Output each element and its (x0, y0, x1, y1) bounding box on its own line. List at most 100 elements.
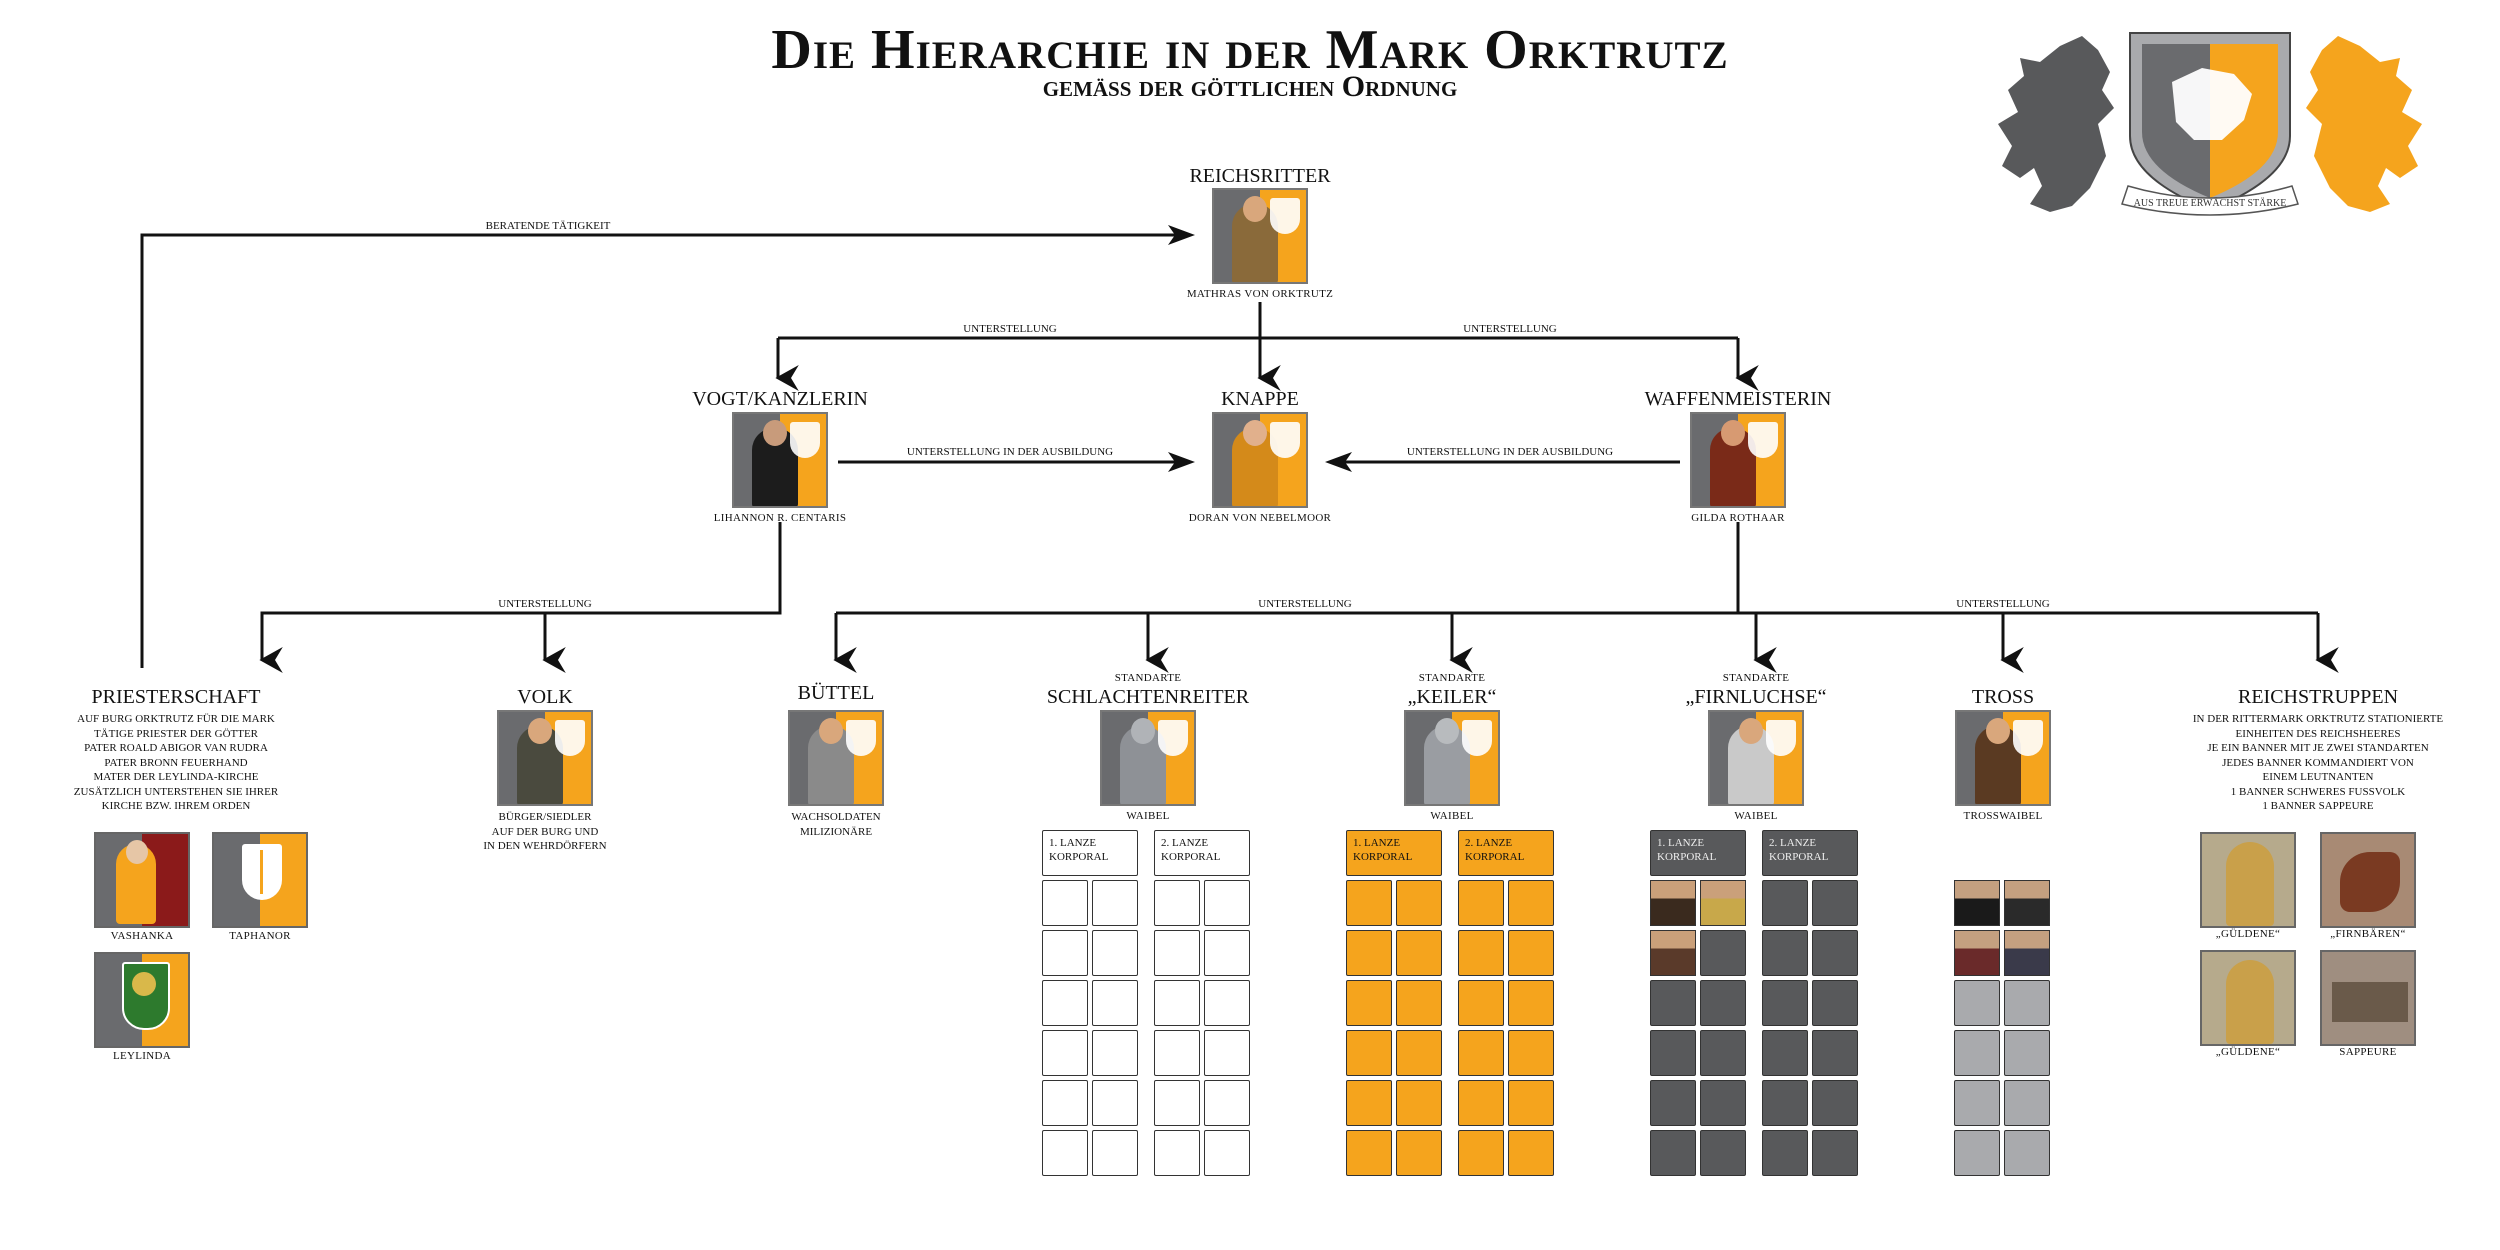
lanze-slot (1154, 1130, 1200, 1176)
lanze-slot (1092, 1030, 1138, 1076)
description-line: KIRCHE BZW. IHREM ORDEN (101, 800, 251, 812)
member-photo (1954, 880, 2000, 926)
lanze-slot (1092, 1130, 1138, 1176)
lanze-slot (1812, 880, 1858, 926)
lanze-slot (1762, 980, 1808, 1026)
lanze-slot (1154, 1080, 1200, 1126)
god-label-leylinda: LEYLINDA (113, 1050, 171, 1062)
lanze-slot (1204, 1030, 1250, 1076)
node-title-knappe: KNAPPE (1221, 388, 1299, 410)
edge-label-beratend: BERATENDE TÄTIGKEIT (485, 220, 611, 232)
lanze-slot (1396, 930, 1442, 976)
orange-lion-icon (2306, 36, 2422, 212)
lanze-label: 1. LANZE (1657, 837, 1705, 849)
korporal-label: KORPORAL (1353, 851, 1413, 863)
lanze-slot (1812, 1130, 1858, 1176)
lanze-slot (1154, 930, 1200, 976)
lanze-slot (1812, 930, 1858, 976)
firnbaeren-unit-image (2320, 832, 2416, 928)
lanze-slot (1092, 880, 1138, 926)
lanze-slot (1154, 1030, 1200, 1076)
lanze-slot (1346, 880, 1392, 926)
lanze-header: 1. LANZE KORPORAL (1346, 830, 1442, 876)
lanze-slot (1092, 1080, 1138, 1126)
lanze-slot (1458, 880, 1504, 926)
description-line: PATER BRONN FEUERHAND (104, 756, 248, 769)
lanze-slot (1700, 1030, 1746, 1076)
description-line: 1 BANNER SAPPEURE (2262, 800, 2374, 812)
edge-label-unterstellung: UNTERSTELLUNG (1463, 323, 1557, 335)
lanze-slot (1650, 1080, 1696, 1126)
description-line: BÜRGER/SIEDLER (498, 811, 592, 823)
lanze-slot (1508, 880, 1554, 926)
branch-title-schlachtenreiter: SCHLACHTENREITER (1046, 686, 1250, 708)
description-line: 1 BANNER SCHWERES FUSSVOLK (2230, 785, 2406, 798)
priesterschaft-description: AUF BURG ORKTRUTZ FÜR DIE MARK TÄTIGE PR… (74, 712, 278, 814)
lanze-slot (1508, 1080, 1554, 1126)
portrait-keiler (1404, 710, 1500, 806)
lanze-slot (1762, 1130, 1808, 1176)
korporal-label: KORPORAL (1769, 851, 1829, 863)
lanze-slot (1396, 980, 1442, 1026)
standarte-label: STANDARTE (1418, 672, 1486, 684)
god-label-taphanor: TAPHANOR (229, 930, 291, 942)
lanze-slot (1346, 1130, 1392, 1176)
lanze-slot (1458, 980, 1504, 1026)
tross-slot (2004, 1130, 2050, 1176)
lanze-slot (1204, 980, 1250, 1026)
portrait-buettel (788, 710, 884, 806)
waibel-caption: WAIBEL (1430, 810, 1474, 822)
node-title-waffenmeisterin: WAFFENMEISTERIN (1644, 388, 1832, 410)
tross-slot (2004, 1080, 2050, 1126)
description-line: EINEM LEUTNANTEN (2262, 771, 2374, 783)
member-photo (1954, 930, 2000, 976)
unit-label: „FIRNBÄREN“ (2330, 928, 2406, 940)
node-title-reichsritter: REICHSRITTER (1189, 165, 1331, 187)
portrait-volk (497, 710, 593, 806)
lanze-slot (1812, 1030, 1858, 1076)
waibel-caption: WAIBEL (1734, 810, 1778, 822)
page-title: Die Hierarchie in der Mark Orktrutz (771, 19, 1729, 81)
lanze-slot (1458, 1030, 1504, 1076)
node-name-reichsritter: MATHRAS VON ORKTRUTZ (1186, 288, 1334, 300)
description-line: WACHSOLDATEN (791, 811, 881, 823)
lanze-slot (1458, 1130, 1504, 1176)
lanze-slot (1700, 1130, 1746, 1176)
branch-title-buettel: BÜTTEL (797, 682, 875, 704)
lanze-slot (1650, 980, 1696, 1026)
description-line: PATER ROALD ABIGOR VAN RUDRA (84, 742, 268, 754)
lanze-slot (1396, 1030, 1442, 1076)
lanze-label: 2. LANZE (1465, 837, 1513, 849)
description-line: JE EIN BANNER MIT JE ZWEI STANDARTEN (2207, 742, 2429, 754)
description-line: MILIZIONÄRE (799, 825, 873, 838)
lanze-slot (1508, 1030, 1554, 1076)
coat-of-arms: AUS TREUE ERWÄCHST STÄRKE (1998, 32, 2422, 216)
edge-label-unterstellung: UNTERSTELLUNG (1258, 598, 1352, 610)
lanze-slot (1204, 1080, 1250, 1126)
lanze-slot (1396, 1130, 1442, 1176)
lanze-slot (1458, 930, 1504, 976)
lanze-label: 1. LANZE (1353, 837, 1401, 849)
portrait-waffenmeisterin (1690, 412, 1786, 508)
lanze-label: 1. LANZE (1049, 837, 1097, 849)
lanze-slot (1762, 1080, 1808, 1126)
tross-slot (1954, 1130, 2000, 1176)
description-line: AUF BURG ORKTRUTZ FÜR DIE MARK (77, 713, 275, 725)
lanze-slot (1508, 1130, 1554, 1176)
lanze-slot (1346, 930, 1392, 976)
standarte-label: STANDARTE (1114, 672, 1182, 684)
description-line: IN DEN WEHRDÖRFERN (483, 840, 607, 852)
korporal-label: KORPORAL (1161, 851, 1221, 863)
portrait-knappe (1212, 412, 1308, 508)
member-photo (1700, 880, 1746, 926)
korporal-label: KORPORAL (1049, 851, 1109, 863)
reichstruppen-description: IN DER RITTERMARK ORKTRUTZ STATIONIERTE … (2193, 712, 2443, 814)
lanze-slot (1092, 980, 1138, 1026)
lanze-slot (1812, 980, 1858, 1026)
portrait-vogt (732, 412, 828, 508)
lanze-slot (1700, 980, 1746, 1026)
